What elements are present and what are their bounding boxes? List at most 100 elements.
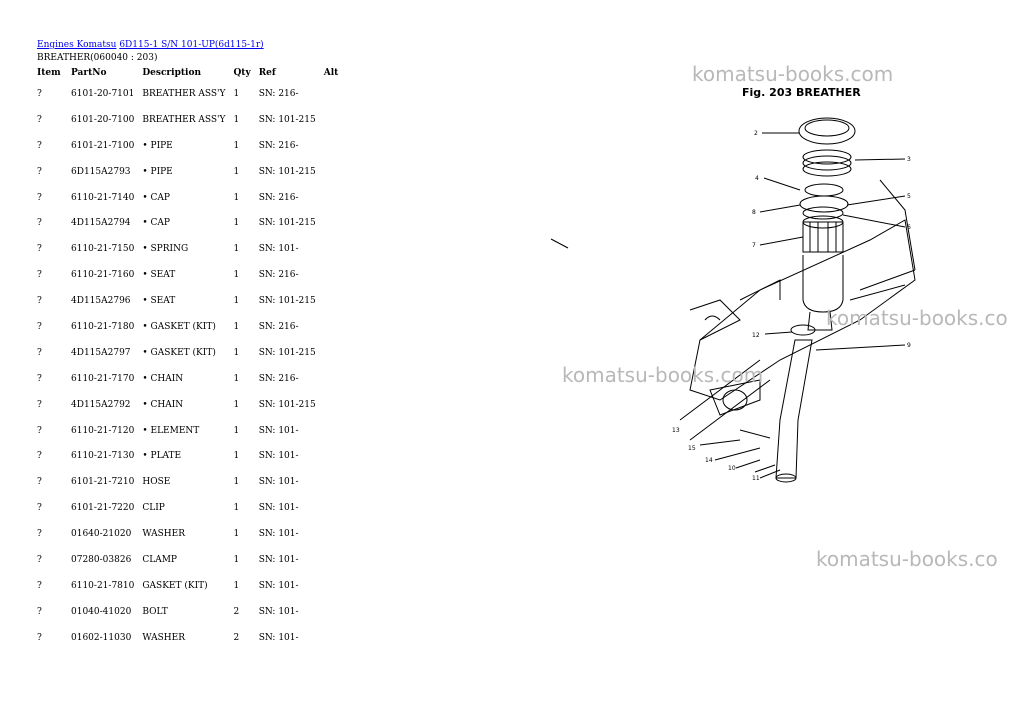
cell-qty: 1 [233, 451, 240, 462]
figure-label: Fig. 203 BREATHER [742, 86, 861, 99]
cell-item: ? [37, 632, 42, 643]
callout-10: 10 [728, 465, 736, 472]
cell-partno: 6110-21-7810 [71, 580, 135, 591]
cell-alt [320, 495, 343, 521]
cell-item: ? [37, 140, 42, 151]
cell-partno: 6110-21-7170 [71, 373, 135, 384]
cell-partno: 6110-21-7160 [71, 270, 135, 281]
cell-ref: SN: 216- [258, 192, 299, 203]
cell-description: • CHAIN [142, 399, 184, 410]
callout-8: 8 [752, 209, 756, 216]
page-subtitle: BREATHER(060040 : 203) [37, 53, 158, 63]
cell-alt [320, 107, 343, 133]
callout-15: 15 [688, 445, 696, 452]
cell-partno: 6101-20-7101 [71, 88, 135, 99]
cell-item: ? [37, 192, 42, 203]
breadcrumb-link-engines[interactable]: Engines Komatsu [37, 40, 117, 50]
cell-item: ? [37, 218, 42, 229]
cell-partno: 6110-21-7180 [71, 321, 135, 332]
cell-alt [320, 159, 343, 185]
cell-ref: SN: 101- [258, 477, 299, 488]
cell-ref: SN: 101- [258, 529, 299, 540]
cell-item: ? [37, 270, 42, 281]
cell-item: ? [37, 321, 42, 332]
cell-alt [320, 521, 343, 547]
watermark-bottom: komatsu-books.co [816, 547, 998, 571]
cell-ref: SN: 101- [258, 632, 299, 643]
cell-ref: SN: 216- [258, 373, 299, 384]
cell-description: • SEAT [142, 296, 176, 307]
cell-alt [320, 625, 343, 651]
cell-item: ? [37, 451, 42, 462]
cell-item: ? [37, 425, 42, 436]
cell-description: • PIPE [142, 140, 173, 151]
cell-description: WASHER [142, 632, 186, 643]
cell-alt [320, 443, 343, 469]
cell-alt [320, 262, 343, 288]
callout-6: 6 [907, 224, 911, 231]
cell-ref: SN: 101-215 [258, 399, 316, 410]
cell-qty: 1 [233, 425, 240, 436]
cell-qty: 1 [233, 88, 240, 99]
cell-ref: SN: 101- [258, 425, 299, 436]
cell-ref: SN: 101-215 [258, 218, 316, 229]
cell-ref: SN: 101-215 [258, 114, 316, 125]
cell-alt [320, 599, 343, 625]
table-header-row: Item PartNo Description Qty Ref Alt [33, 65, 342, 81]
cell-alt [320, 418, 343, 444]
col-partno-header: PartNo [71, 68, 107, 78]
cell-item: ? [37, 477, 42, 488]
breadcrumb-link-model[interactable]: 6D115-1 S/N 101-UP(6d115-1r) [119, 40, 264, 50]
cell-ref: SN: 101-215 [258, 347, 316, 358]
cell-alt [320, 340, 343, 366]
cell-description: • CHAIN [142, 373, 184, 384]
cell-ref: SN: 101-215 [258, 166, 316, 177]
cell-qty: 1 [233, 399, 240, 410]
callout-13: 13 [672, 427, 680, 434]
cell-partno: 4D115A2794 [71, 218, 131, 229]
cell-qty: 2 [233, 606, 240, 617]
cell-description: • PIPE [142, 166, 173, 177]
cell-partno: 4D115A2792 [71, 399, 131, 410]
watermark-right-mid: komatsu-books.co [826, 306, 1008, 330]
cell-alt [320, 314, 343, 340]
cell-alt [320, 210, 343, 236]
cell-partno: 4D115A2796 [71, 296, 131, 307]
cell-item: ? [37, 88, 42, 99]
cell-alt [320, 469, 343, 495]
cell-qty: 1 [233, 140, 240, 151]
cell-qty: 1 [233, 580, 240, 591]
breather-diagram: 2 3 4 5 6 7 8 9 12 13 14 15 10 11 [550, 117, 916, 483]
cell-partno: 6110-21-7150 [71, 244, 135, 255]
cell-qty: 1 [233, 166, 240, 177]
cell-qty: 1 [233, 270, 240, 281]
col-alt-header: Alt [323, 68, 339, 78]
cell-alt [320, 573, 343, 599]
cell-ref: SN: 101- [258, 451, 299, 462]
cell-partno: 6D115A2793 [71, 166, 131, 177]
col-description-header: Description [142, 68, 201, 78]
cell-description: • SEAT [142, 270, 176, 281]
cell-item: ? [37, 347, 42, 358]
cell-description: • CAP [142, 218, 170, 229]
cell-ref: SN: 101- [258, 503, 299, 514]
col-qty-header: Qty [233, 68, 251, 78]
cell-description: • PLATE [142, 451, 182, 462]
cell-qty: 1 [233, 192, 240, 203]
cell-description: WASHER [142, 529, 186, 540]
cell-partno: 6110-21-7120 [71, 425, 135, 436]
cell-description: CLAMP [142, 554, 177, 565]
cell-alt [320, 547, 343, 573]
cell-description: HOSE [142, 477, 171, 488]
